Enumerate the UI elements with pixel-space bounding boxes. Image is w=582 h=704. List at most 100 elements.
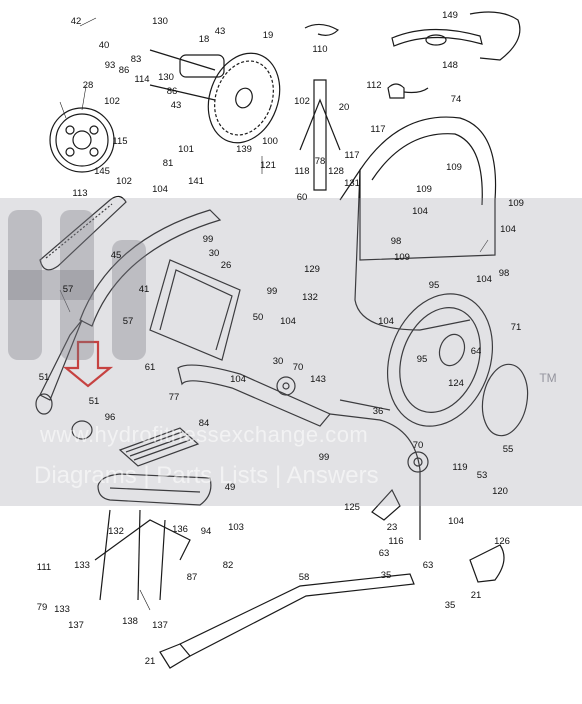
part-callout: 114 — [134, 74, 150, 85]
part-callout: 138 — [122, 616, 138, 627]
part-callout: 149 — [442, 10, 458, 21]
idler-wheel-center — [276, 376, 296, 396]
part-callout: 70 — [412, 440, 424, 451]
part-callout: 19 — [262, 30, 274, 41]
part-callout: 104 — [500, 224, 516, 235]
part-callout: 132 — [302, 292, 318, 303]
part-callout: 61 — [144, 362, 156, 373]
part-callout: 78 — [314, 156, 326, 167]
part-callout: 96 — [104, 412, 116, 423]
part-callout: 28 — [82, 80, 94, 91]
part-callout: 30 — [272, 356, 284, 367]
pedal-bracket — [94, 509, 191, 601]
magnet-ring — [481, 363, 529, 437]
part-callout: 57 — [62, 284, 74, 295]
part-callout: 20 — [338, 102, 350, 113]
power-cable — [304, 23, 339, 36]
part-callout: 143 — [310, 374, 326, 385]
left-shroud — [339, 167, 471, 331]
part-callout: 102 — [294, 96, 310, 107]
part-callout: 51 — [88, 396, 100, 407]
part-callout: 70 — [292, 362, 304, 373]
power-adapter — [387, 83, 429, 99]
part-callout: 131 — [344, 178, 360, 189]
right-shroud — [359, 116, 497, 261]
pedal-top — [118, 427, 200, 467]
part-callout: 109 — [446, 162, 462, 173]
part-callout: 23 — [386, 522, 398, 533]
part-callout: 130 — [158, 72, 174, 83]
part-callout: 104 — [378, 316, 394, 327]
part-callout: 86 — [118, 65, 130, 76]
part-callout: 104 — [280, 316, 296, 327]
highlight-arrow — [62, 340, 114, 388]
part-callout: 41 — [138, 284, 150, 295]
part-callout: 115 — [112, 136, 128, 147]
part-callout: 118 — [294, 166, 310, 177]
part-callout: 109 — [416, 184, 432, 195]
part-callout: 63 — [378, 548, 390, 559]
part-callout: 82 — [222, 560, 234, 571]
part-callout: 130 — [152, 16, 168, 27]
part-callout: 116 — [388, 536, 404, 547]
part-callout: 26 — [220, 260, 232, 271]
part-callout: 71 — [510, 322, 522, 333]
part-callout: 103 — [228, 522, 244, 533]
upright-post — [299, 79, 341, 191]
part-callout: 125 — [344, 502, 360, 513]
front-foot-cap — [469, 544, 505, 583]
part-callout: 128 — [328, 166, 344, 177]
part-callout: 98 — [498, 268, 510, 279]
part-callout: 111 — [36, 562, 52, 573]
part-callout: 104 — [476, 274, 492, 285]
pedal-frame — [97, 473, 212, 506]
part-callout: 101 — [178, 144, 194, 155]
part-callout: 104 — [230, 374, 246, 385]
part-callout: 117 — [344, 150, 360, 161]
accessory-tray — [149, 259, 241, 361]
trademark-mark: TM — [539, 371, 557, 385]
drive-belt — [39, 195, 127, 271]
part-callout: 102 — [104, 96, 120, 107]
heart-strap — [391, 11, 521, 61]
part-callout: 77 — [168, 392, 180, 403]
part-callout: 110 — [312, 44, 328, 55]
part-callout: 94 — [200, 526, 212, 537]
part-callout: 148 — [442, 60, 458, 71]
part-callout: 133 — [74, 560, 90, 571]
part-callout: 18 — [198, 34, 210, 45]
idler-wheel — [407, 451, 429, 473]
part-callout: 132 — [108, 526, 124, 537]
part-callout: 137 — [68, 620, 84, 631]
part-callout: 99 — [266, 286, 278, 297]
leader-lines — [59, 17, 489, 611]
axle-assembly — [149, 49, 225, 101]
part-callout: 45 — [110, 250, 122, 261]
part-callout: 50 — [252, 312, 264, 323]
part-callout: 99 — [202, 234, 214, 245]
part-callout: 43 — [214, 26, 226, 37]
part-callout: 133 — [54, 604, 70, 615]
part-callout: 30 — [208, 248, 220, 259]
part-callout: 104 — [448, 516, 464, 527]
part-callout: 53 — [476, 470, 488, 481]
part-callout: 141 — [188, 176, 204, 187]
rear-stabilizer — [159, 573, 415, 669]
part-callout: 79 — [36, 602, 48, 613]
part-callout: 36 — [372, 406, 384, 417]
part-callout: 121 — [260, 160, 276, 171]
part-callout: 86 — [166, 86, 178, 97]
part-callout: 35 — [444, 600, 456, 611]
part-callout: 60 — [296, 192, 308, 203]
part-callout: 58 — [298, 572, 310, 583]
part-callout: 112 — [366, 80, 382, 91]
part-callout: 145 — [94, 166, 110, 177]
part-callout: 42 — [70, 16, 82, 27]
part-callout: 64 — [470, 346, 482, 357]
part-callout: 40 — [98, 40, 110, 51]
part-callout: 21 — [470, 590, 482, 601]
part-callout: 43 — [170, 100, 182, 111]
part-callout: 57 — [122, 316, 134, 327]
part-callout: 35 — [380, 570, 392, 581]
